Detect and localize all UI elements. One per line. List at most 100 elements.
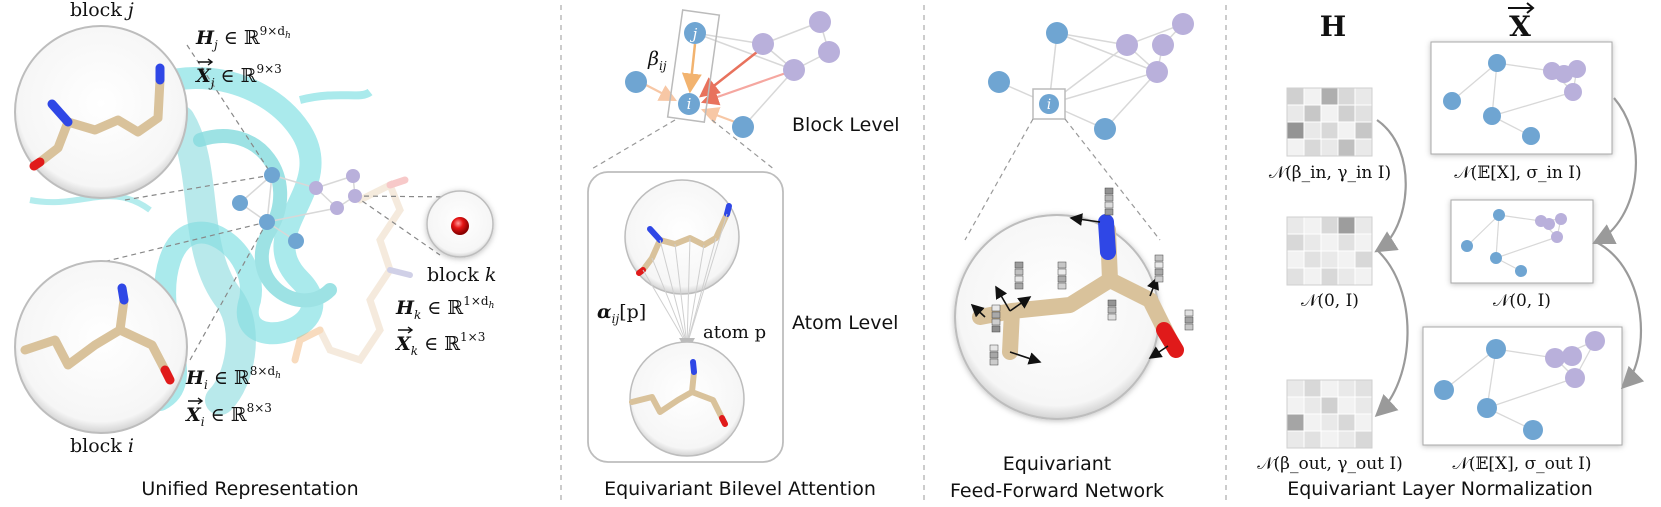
- feature-cell: [991, 304, 1001, 312]
- beta-ij-label: βij: [647, 48, 667, 73]
- protein-ribbon: [29, 67, 373, 415]
- X-header-arrow: [1508, 2, 1535, 14]
- heatmap-cell: [1320, 138, 1339, 157]
- panel-ffn: i Equivariant Feed-Forward Network: [950, 13, 1194, 502]
- feature-cell: [1107, 299, 1117, 307]
- feature-cell: [1057, 275, 1067, 283]
- feature-cell: [1104, 208, 1114, 216]
- feature-cell: [1184, 316, 1194, 324]
- heatmap-cell: [1303, 250, 1322, 269]
- heatmap-cell: [1303, 430, 1322, 449]
- x-out-formula: 𝒩(𝔼[X], σ_out I): [1453, 454, 1592, 474]
- feature-cell: [1014, 282, 1024, 290]
- heatmap-cell: [1320, 216, 1339, 235]
- heatmap-cell: [1286, 267, 1305, 286]
- caption-layer-norm: Equivariant Layer Normalization: [1287, 478, 1593, 500]
- feature-cell: [1104, 187, 1114, 195]
- feature-cell: [1057, 268, 1067, 276]
- block-j-X-formula: Xj ∈ ℝ9×3: [195, 58, 282, 90]
- heatmap-cell: [1320, 430, 1339, 449]
- feature-cell: [1184, 309, 1194, 317]
- heatmap-cell: [1303, 413, 1322, 432]
- h-std-formula: 𝒩(0, I): [1301, 291, 1359, 311]
- heatmap-cell: [1320, 396, 1339, 415]
- x-norm-arrow-2: [1595, 241, 1645, 390]
- x-box-out: [1422, 326, 1623, 446]
- heatmap-cell: [1303, 233, 1322, 252]
- x-in-formula: 𝒩(𝔼[X], σ_in I): [1454, 163, 1581, 183]
- heatmap-cell: [1286, 379, 1305, 398]
- heatmap-cell: [1320, 250, 1339, 269]
- heatmap-cell: [1286, 216, 1305, 235]
- atom-zoom-circle-j: [624, 179, 740, 295]
- heatmap-cell: [1337, 104, 1356, 123]
- heatmap-h-std: [1286, 216, 1373, 286]
- heatmap-cell: [1337, 87, 1356, 106]
- ffn-zoom-dashes: [964, 118, 1161, 241]
- ffn-vector-arrows: [970, 213, 1169, 365]
- svg-text:Hk ∈ ℝ1×dh: Hk ∈ ℝ1×dh: [395, 294, 494, 322]
- heatmap-border: [1286, 379, 1373, 449]
- zoom-circle-block-k: [426, 190, 494, 258]
- feature-cell: [989, 351, 999, 359]
- heatmap-cell: [1337, 233, 1356, 252]
- heatmap-cell: [1337, 138, 1356, 157]
- heatmap-h-out: [1286, 379, 1373, 449]
- caption-attention: Equivariant Bilevel Attention: [604, 478, 876, 500]
- heatmap-cell: [1286, 104, 1305, 123]
- heatmap-cell: [1320, 87, 1339, 106]
- heatmap-border: [1286, 87, 1373, 157]
- heatmap-cell: [1354, 413, 1373, 432]
- feature-cell: [1057, 282, 1067, 290]
- x-box-std: [1450, 199, 1594, 284]
- atom-level-box: [587, 171, 784, 463]
- heatmap-h-in: [1286, 87, 1373, 157]
- heatmap-cell: [1337, 413, 1356, 432]
- node-i-label: i: [687, 95, 692, 113]
- zoom-dashed-lines: [69, 44, 456, 361]
- feature-cell: [1014, 268, 1024, 276]
- pair-box: [666, 9, 721, 123]
- X-column-header: X: [1509, 10, 1531, 43]
- heatmap-cell: [1337, 267, 1356, 286]
- svg-text:Hj ∈ ℝ9×dh: Hj ∈ ℝ9×dh: [195, 24, 291, 52]
- node-j-label: j: [690, 25, 698, 43]
- atom-zoom-circle-i: [629, 341, 745, 457]
- zoom-circle-block-i: [14, 260, 188, 434]
- panel-layer-norm: H X 𝒩(β_in, γ_in I) 𝒩(0, I) 𝒩(β_out, γ_o…: [1257, 2, 1645, 500]
- ffn-zoom-circle: [954, 214, 1184, 420]
- block-k-X-formula: Xk ∈ ℝ1×3: [395, 326, 485, 358]
- zoom-circle-block-j: [14, 25, 188, 199]
- x-norm-arrow-1: [1592, 97, 1637, 244]
- h-out-formula: 𝒩(β_out, γ_out I): [1257, 454, 1403, 474]
- heatmap-cell: [1303, 87, 1322, 106]
- x-box-in: [1430, 41, 1613, 155]
- heatmap-cell: [1303, 138, 1322, 157]
- feature-cell: [1154, 254, 1164, 262]
- heatmap-cell: [1303, 396, 1322, 415]
- feature-cell: [991, 311, 1001, 319]
- heatmap-cell: [1354, 233, 1373, 252]
- heatmap-cell: [1354, 104, 1373, 123]
- unified-graph-nodes: [232, 167, 362, 249]
- heatmap-cell: [1354, 87, 1373, 106]
- feature-cell: [989, 344, 999, 352]
- h-norm-arrow-2: [1374, 249, 1409, 417]
- block-i-H-formula: Hi ∈ ℝ8×dh: [185, 364, 281, 392]
- heatmap-cell: [1286, 87, 1305, 106]
- svg-text:Xk ∈ ℝ1×3: Xk ∈ ℝ1×3: [395, 330, 485, 358]
- feature-cell: [1154, 275, 1164, 283]
- atom-level-label: Atom Level: [792, 312, 898, 334]
- panel-unified-representation: block j Hj ∈ ℝ9×dh Xj ∈ ℝ9×3 block k Hk …: [14, 0, 496, 500]
- heatmap-cell: [1303, 216, 1322, 235]
- heatmap-cell: [1337, 121, 1356, 140]
- heatmap-cell: [1303, 267, 1322, 286]
- block-j-label: block j: [70, 0, 134, 21]
- heatmap-cell: [1286, 430, 1305, 449]
- H-column-header: H: [1320, 10, 1346, 43]
- feature-cell: [1104, 194, 1114, 202]
- attention-zoom-dashes: [589, 119, 776, 171]
- feature-cell: [991, 318, 1001, 326]
- feature-cell: [1104, 201, 1114, 209]
- heatmap-cell: [1354, 267, 1373, 286]
